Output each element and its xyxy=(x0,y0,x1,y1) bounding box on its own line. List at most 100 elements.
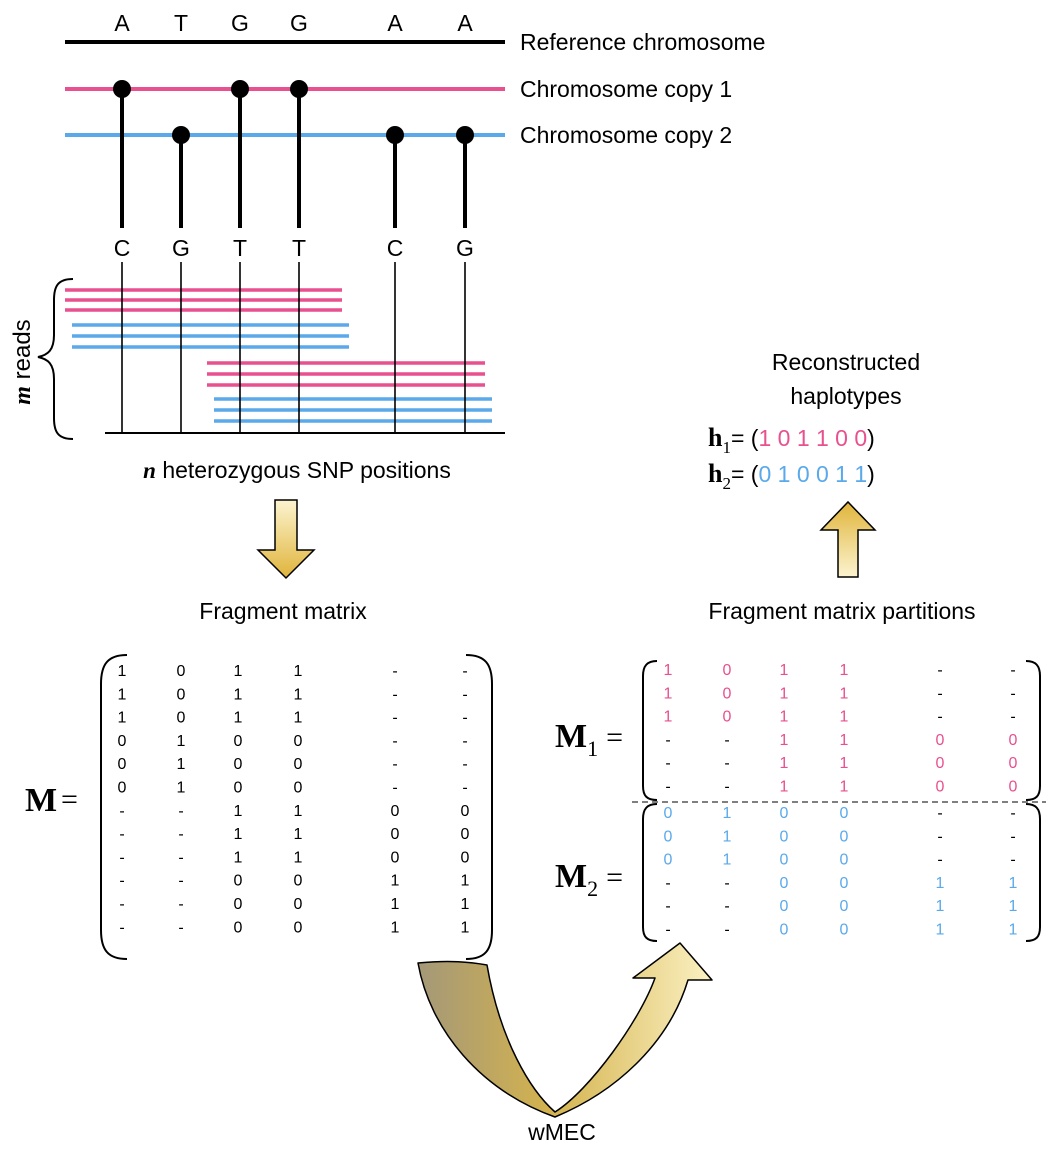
partition-M1-label: M1= xyxy=(555,718,623,761)
alternate-base: T xyxy=(292,235,306,261)
partition-cell: 0 xyxy=(936,732,945,749)
reconstructed-title-line1: Reconstructed xyxy=(772,349,920,375)
matrix-cell: 0 xyxy=(118,780,127,797)
matrix-cell: 1 xyxy=(391,919,400,936)
matrix-cell: 0 xyxy=(234,896,243,913)
matrix-cell: 1 xyxy=(461,896,470,913)
matrix-M-symbol: M xyxy=(25,782,57,819)
matrix-cell: 0 xyxy=(234,756,243,773)
matrix-cell: 0 xyxy=(234,873,243,890)
partition-cell: 0 xyxy=(840,922,849,939)
matrix-cell: 0 xyxy=(294,873,303,890)
partition-cell: 0 xyxy=(780,922,789,939)
matrix-cell: - xyxy=(178,849,183,866)
h2-close: ) xyxy=(867,461,875,487)
matrix-cell: 1 xyxy=(234,686,243,703)
matrix-cell: 1 xyxy=(234,803,243,820)
alternate-base: T xyxy=(233,235,247,261)
partition-cell: 1 xyxy=(723,805,732,822)
partition-cell: - xyxy=(724,779,729,796)
matrix-left-paren xyxy=(100,654,128,960)
down-arrow-icon xyxy=(256,499,316,580)
matrix-cell: 1 xyxy=(177,780,186,797)
matrix-cell: 1 xyxy=(391,873,400,890)
partition-M2-symbol: M xyxy=(555,858,587,895)
alternate-base: G xyxy=(456,235,474,261)
reference-base: A xyxy=(114,10,130,36)
matrix-cell: - xyxy=(392,663,397,680)
h1-close: ) xyxy=(867,425,875,451)
partition-cell: 0 xyxy=(780,852,789,869)
matrix-cell: - xyxy=(392,710,397,727)
alternate-base: C xyxy=(387,235,404,261)
partition-cell: - xyxy=(937,805,942,822)
matrix-cell: 0 xyxy=(177,663,186,680)
matrix-cell: 0 xyxy=(234,919,243,936)
matrix-cell: 0 xyxy=(234,733,243,750)
matrix-cell: 0 xyxy=(294,896,303,913)
partition-cell: - xyxy=(724,755,729,772)
partition-cell: 0 xyxy=(840,805,849,822)
partition-cell: 1 xyxy=(780,685,789,702)
matrix-cell: - xyxy=(178,919,183,936)
matrix-cell: 0 xyxy=(234,780,243,797)
partition-cell: 1 xyxy=(780,662,789,679)
partition-cell: 0 xyxy=(936,779,945,796)
partition-cell: 0 xyxy=(664,805,673,822)
partition-cell: - xyxy=(665,732,670,749)
matrix-cell: 0 xyxy=(294,756,303,773)
alternate-base: G xyxy=(172,235,190,261)
matrix-cell: - xyxy=(178,803,183,820)
matrix-cell: 1 xyxy=(461,919,470,936)
snp-marker-dot xyxy=(172,126,190,144)
partition-cell: 0 xyxy=(1009,755,1018,772)
matrix-cell: - xyxy=(392,733,397,750)
reads-brace xyxy=(37,278,74,440)
snp-positions-label: n heterozygous SNP positions xyxy=(143,457,451,483)
matrix-cell: - xyxy=(178,896,183,913)
snp-marker-dot xyxy=(386,126,404,144)
partition-cell: 1 xyxy=(723,828,732,845)
matrix-cell: 1 xyxy=(391,896,400,913)
matrix-cell: 1 xyxy=(118,663,127,680)
partition-cell: - xyxy=(665,779,670,796)
partition-M1-left-paren xyxy=(642,660,658,801)
partition-cell: - xyxy=(665,898,670,915)
snp-markers xyxy=(113,80,474,228)
partition-cell: 0 xyxy=(780,828,789,845)
m-reads-label: m reads xyxy=(9,319,36,404)
matrix-cell: - xyxy=(119,826,124,843)
h2-values: 0 1 0 0 1 1 xyxy=(758,461,867,487)
partition-M2-subscript: 2 xyxy=(587,876,598,901)
matrix-cell: 0 xyxy=(461,849,470,866)
reconstructed-title-line2: haplotypes xyxy=(790,383,901,409)
matrix-cell: - xyxy=(462,686,467,703)
partition-cell: 0 xyxy=(840,828,849,845)
matrix-cell: 1 xyxy=(294,710,303,727)
matrix-M-equals: = xyxy=(61,783,78,816)
partition-cell: 0 xyxy=(840,852,849,869)
up-arrow-icon xyxy=(819,500,877,578)
partition-cell: - xyxy=(1010,852,1015,869)
partition-cell: 1 xyxy=(936,922,945,939)
chromosome-copy-1-label: Chromosome copy 1 xyxy=(520,76,732,102)
h1-values: 1 0 1 1 0 0 xyxy=(758,425,867,451)
partition-cell: 0 xyxy=(840,875,849,892)
matrix-cell: 0 xyxy=(118,733,127,750)
matrix-cell: 0 xyxy=(118,756,127,773)
matrix-cell: 0 xyxy=(461,826,470,843)
matrix-cell: 1 xyxy=(461,873,470,890)
partition-cell: 0 xyxy=(664,852,673,869)
partition-cell: - xyxy=(1010,805,1015,822)
h2-symbol: h xyxy=(708,459,723,488)
matrix-cell: 0 xyxy=(461,803,470,820)
matrix-cell: 1 xyxy=(234,663,243,680)
matrix-cell: - xyxy=(462,756,467,773)
partition-M2-equals: = xyxy=(606,861,623,894)
matrix-cell: 0 xyxy=(177,686,186,703)
sequencing-reads xyxy=(65,288,492,423)
partition-cell: 0 xyxy=(780,875,789,892)
partition-cell: 0 xyxy=(723,709,732,726)
matrix-cell: 1 xyxy=(234,849,243,866)
